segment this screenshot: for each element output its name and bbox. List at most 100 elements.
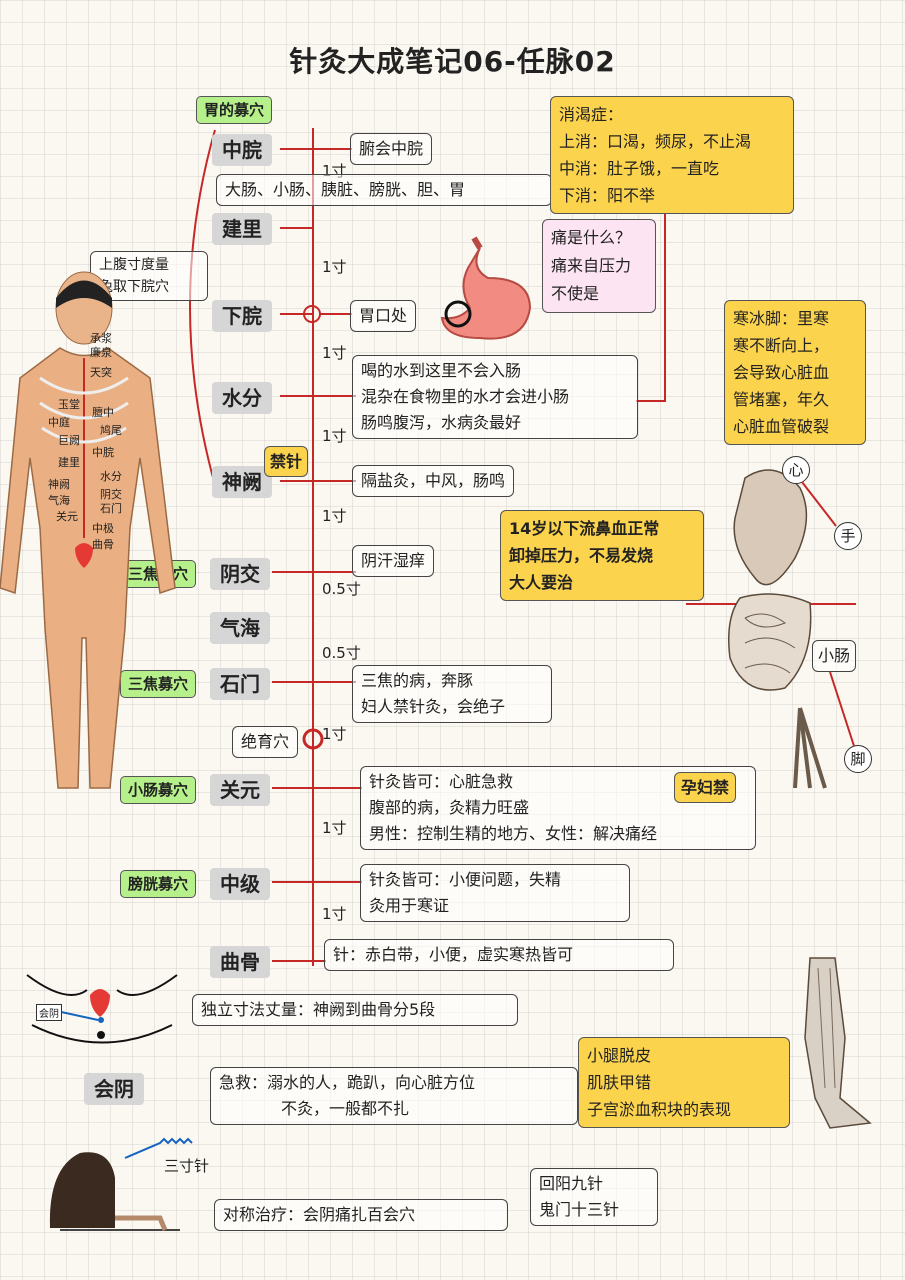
note-line: 卸掉压力，不易发烧 — [509, 546, 654, 565]
branch-right-zhongwan — [312, 148, 352, 150]
upper-abdomen-bracket — [189, 129, 216, 486]
note-line: 男性：控制生精的地方、女性：解决痛经 — [369, 824, 658, 843]
note-line: 会导致心脏血 — [733, 363, 830, 382]
note-line: 管堵塞，年久 — [733, 390, 830, 409]
body-point: 中脘 — [92, 446, 114, 459]
distance-label: 1寸 — [322, 507, 347, 525]
body-point: 廉泉 — [90, 346, 112, 359]
distance-label: 1寸 — [322, 258, 347, 276]
note-line: 14岁以下流鼻血正常 — [509, 519, 660, 538]
leg-muscle-illustration — [804, 957, 872, 1129]
label-foot: 脚 — [844, 745, 872, 773]
point-jianli: 建里 — [212, 213, 272, 245]
foot-connector — [829, 671, 855, 747]
note-line: 不灸，一般都不扎 — [281, 1099, 410, 1118]
body-point: 阴交 — [100, 488, 122, 501]
note-juexue: 绝育穴 — [232, 726, 299, 758]
note-qugu: 针：赤白带，小便，虚实寒热皆可 — [324, 939, 674, 971]
note-shimen: 三焦的病，奔豚 妇人禁针灸，会绝子 — [352, 665, 552, 723]
point-shuifen: 水分 — [212, 382, 272, 414]
distance-label: 1寸 — [322, 344, 347, 362]
note-sancun: 三寸针 — [164, 1157, 210, 1175]
xiaoke-connector-h — [636, 400, 666, 402]
note-line: 针灸皆可：小便问题，失精 — [369, 870, 562, 889]
branch-right-qugu — [312, 960, 326, 962]
xiawan-circle — [303, 305, 321, 323]
body-point: 膻中 — [92, 406, 114, 419]
stomach-mu-label: 胃的募穴 — [196, 96, 273, 124]
point-guanyuan: 关元 — [210, 774, 270, 806]
distance-label: 0.5寸 — [322, 644, 361, 662]
pregnant-badge: 孕妇禁 — [674, 772, 737, 803]
body-point: 曲骨 — [92, 538, 114, 551]
body-point: 玉堂 — [58, 398, 80, 411]
body-point: 承浆 — [90, 332, 112, 345]
xiaoke-box: 消渴症： 上消：口渴，频尿，不止渴 中消：肚子饿，一直吃 下消：阳不举 — [550, 96, 794, 214]
note-fuhui: 腑会中脘 — [350, 133, 433, 165]
note-line: 不使是 — [551, 284, 600, 303]
body-point: 关元 — [56, 510, 78, 523]
body-point: 巨阙 — [58, 434, 80, 447]
distance-label: 0.5寸 — [322, 580, 361, 598]
branch-right-zhongji — [312, 881, 362, 883]
body-point: 中庭 — [48, 416, 70, 429]
note-huiyin: 急救：溺水的人，跪趴，向心脏方位 不灸，一般都不扎 — [210, 1067, 578, 1125]
note-shuifen: 喝的水到这里不会入肠 混杂在食物里的水才会进小肠 肠鸣腹泻，水病灸最好 — [352, 355, 638, 439]
branch-shenque — [280, 480, 314, 482]
xiaoke-connector-v — [664, 205, 666, 401]
point-qugu: 曲骨 — [210, 946, 270, 978]
body-point: 石门 — [100, 502, 122, 515]
label-heart-text: 心 — [788, 461, 804, 479]
branch-yinjiao — [272, 571, 314, 573]
note-line: 上消：口渴，频尿，不止渴 — [559, 132, 752, 151]
point-xiawan: 下脘 — [212, 300, 272, 332]
note-line: 妇人禁针灸，会绝子 — [361, 697, 506, 716]
point-shenque: 神阙 — [212, 466, 272, 498]
note-line: 肠鸣腹泻，水病灸最好 — [361, 413, 522, 432]
mu-pangguang: 膀胱募穴 — [120, 870, 197, 898]
branch-right-shimen — [312, 681, 356, 683]
label-hand-text: 手 — [840, 527, 856, 545]
branch-right-yinjiao — [312, 571, 356, 573]
note-cun-method: 独立寸法丈量：神阙到曲骨分5段 — [192, 994, 518, 1026]
point-qihai: 气海 — [210, 612, 270, 644]
note-line: 兔取下脘穴 — [99, 279, 169, 295]
label-small-intestine: 小肠 — [812, 640, 857, 672]
note-line: 心脏血管破裂 — [733, 417, 830, 436]
note-line: 喝的水到这里不会入肠 — [361, 361, 522, 380]
note-line: 小腿脱皮 — [587, 1046, 652, 1065]
note-shenque: 隔盐灸，中风，肠鸣 — [352, 465, 515, 497]
note-weikou: 胃口处 — [350, 300, 417, 332]
mu-sanjiao-2: 三焦募穴 — [120, 670, 197, 698]
note-line: 针灸皆可：心脏急救 — [369, 772, 514, 791]
branch-qugu — [272, 960, 314, 962]
mu-xiaochang: 小肠募穴 — [120, 776, 197, 804]
page-title: 针灸大成笔记06-任脉02 — [289, 45, 616, 78]
branch-shimen — [272, 681, 314, 683]
note-line: 腹部的病，灸精力旺盛 — [369, 798, 530, 817]
body-point: 水分 — [100, 470, 122, 483]
point-yinjiao: 阴交 — [210, 558, 270, 590]
note-line: 三焦的病，奔豚 — [361, 671, 474, 690]
nosebleed-box: 14岁以下流鼻血正常 卸掉压力，不易发烧 大人要治 — [500, 510, 704, 601]
label-hand: 手 — [834, 522, 862, 550]
note-symmetric: 对称治疗：会阴痛扎百会穴 — [214, 1199, 508, 1231]
leg-box: 小腿脱皮 肌肤甲错 子宫淤血积块的表现 — [578, 1037, 790, 1128]
branch-zhongji — [272, 881, 314, 883]
hanbing-box: 寒冰脚：里寒 寒不断向上， 会导致心脏血 管堵塞，年久 心脏血管破裂 — [724, 300, 866, 445]
note-huiyang: 回阳九针 鬼门十三针 — [530, 1168, 658, 1226]
note-line: 痛是什么？ — [551, 228, 632, 247]
note-line: 肌肤甲错 — [587, 1073, 652, 1092]
note-line: 上腹寸度量 — [99, 257, 169, 273]
note-yinjiao: 阴汗湿痒 — [352, 545, 435, 577]
body-point: 鸠尾 — [100, 424, 122, 437]
perineum-label: 会阴 — [36, 1004, 62, 1021]
body-point: 神阙 — [48, 478, 70, 491]
note-zhongji: 针灸皆可：小便问题，失精 灸用于寒证 — [360, 864, 630, 922]
branch-jianli — [280, 227, 314, 229]
distance-label: 1寸 — [322, 427, 347, 445]
distance-label: 1寸 — [322, 819, 347, 837]
note-line: 回阳九针 — [539, 1174, 604, 1193]
meridian-line — [312, 128, 314, 966]
branch-xiawan — [280, 313, 314, 315]
